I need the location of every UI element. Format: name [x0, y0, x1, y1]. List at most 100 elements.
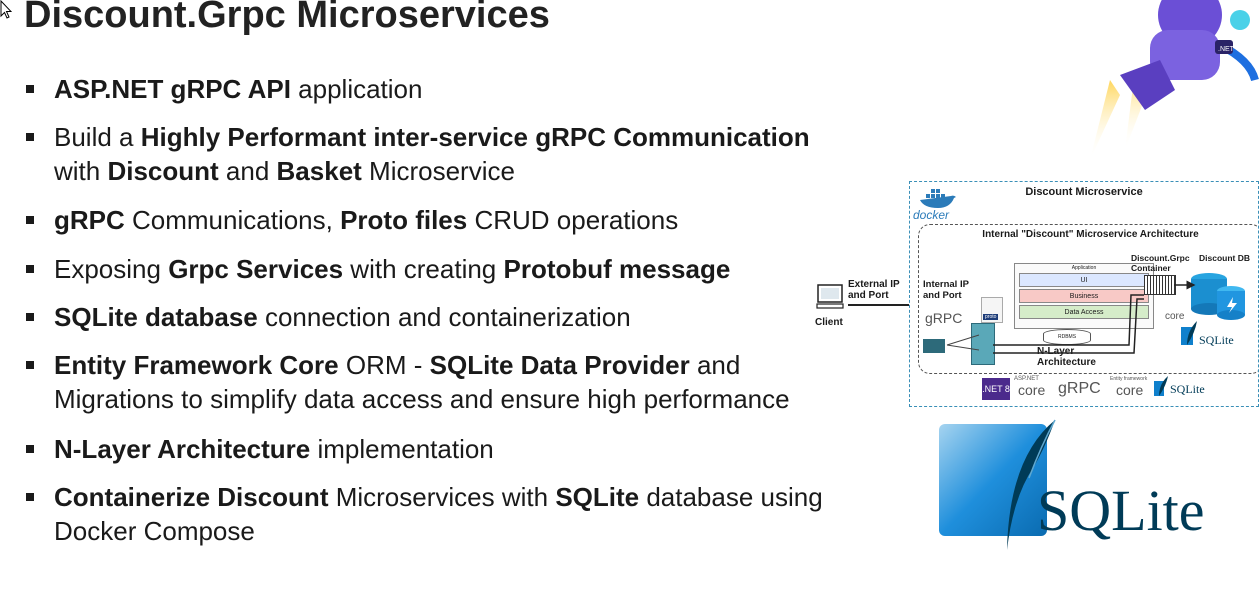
bold-text: Containerize Discount	[54, 482, 329, 512]
sqlite-logo-text: SQLite	[1037, 478, 1205, 543]
regular-text: Exposing	[54, 254, 169, 284]
bold-text: N-Layer Architecture	[54, 434, 311, 464]
bold-text: SQLite Data Provider	[429, 350, 690, 380]
bold-text: Grpc Services	[168, 254, 344, 284]
external-ip-label: External IP and Port	[848, 279, 900, 301]
layer-data-access: Data Access	[1019, 305, 1149, 319]
regular-text: Build a	[54, 122, 141, 152]
regular-text: Communications,	[124, 205, 341, 235]
discount-db-label: Discount DB	[1199, 253, 1250, 263]
client-arrow	[848, 304, 910, 306]
bullet-line: Exposing Grpc Services with creating Pro…	[54, 252, 730, 286]
nlayer-label: N-Layer Architecture	[1037, 346, 1096, 368]
proto-file-icon: proto	[981, 297, 1003, 323]
slide-title: Discount.Grpc Microservices	[24, 0, 550, 36]
bullet-marker	[26, 85, 34, 93]
nlayer-text: N-Layer	[1037, 346, 1075, 357]
diagram-title: Discount Microservice	[1025, 186, 1143, 198]
bold-text: Highly Performant inter-service gRPC Com…	[140, 122, 810, 152]
mouse-cursor-icon	[0, 0, 12, 19]
dotnet-bot-mascot-icon: .NET	[1090, 0, 1259, 160]
bullet-marker	[26, 361, 34, 369]
bullet-line: Containerize Discount Microservices with…	[54, 480, 823, 514]
sqlite-logo-small: SQLite	[1170, 382, 1205, 396]
client-label: Client	[815, 317, 843, 328]
ef-label: Entity framework	[1110, 376, 1148, 382]
internal-port-text: and Port	[923, 290, 962, 301]
sqlite-logo-icon: SQLite	[939, 419, 1205, 550]
bullet-line: N-Layer Architecture implementation	[54, 432, 494, 466]
regular-text: implementation	[310, 434, 494, 464]
regular-text: CRUD operations	[467, 205, 679, 235]
client-computer-icon	[816, 284, 844, 309]
database-cylinder-icon	[1191, 273, 1245, 320]
internal-ip-text: Internal IP	[923, 279, 969, 290]
bold-text: ASP.NET gRPC API	[54, 74, 291, 104]
bold-text: SQLite	[555, 482, 640, 512]
container-text: Container	[1131, 263, 1171, 273]
bullet-line: ASP.NET gRPC API application	[54, 72, 422, 106]
layer-ui: UI	[1019, 273, 1149, 287]
sqlite-feather-bottom-icon	[1154, 376, 1168, 396]
regular-text: connection and containerization	[257, 302, 631, 332]
bold-text: Discount	[107, 156, 219, 186]
bullet-line: with Discount and Basket Microservice	[54, 154, 810, 188]
server-icon-2	[971, 323, 995, 365]
bold-text: gRPC	[54, 205, 125, 235]
connection-arrows	[946, 280, 1196, 354]
regular-text: Docker Compose	[54, 516, 255, 546]
bullet-text: ASP.NET gRPC API application	[54, 72, 422, 106]
container-name-text: Discount.Grpc	[1131, 253, 1190, 263]
bullet-text: Build a Highly Performant inter-service …	[54, 120, 810, 188]
server-icon-1	[923, 339, 945, 353]
nlayer-text-2: Architecture	[1037, 357, 1096, 368]
inner-architecture-box: Internal "Discount" Microservice Archite…	[918, 224, 1258, 374]
regular-text: Microservices with	[328, 482, 556, 512]
regular-text: and	[218, 156, 277, 186]
regular-text: with creating	[343, 254, 504, 284]
bold-text: Basket	[276, 156, 362, 186]
bullet-marker	[26, 445, 34, 453]
svg-text:.NET: .NET	[1218, 46, 1235, 53]
bullet-marker	[26, 493, 34, 501]
bullet-line: gRPC Communications, Proto files CRUD op…	[54, 203, 678, 237]
regular-text: application	[290, 74, 423, 104]
bullet-line: Entity Framework Core ORM - SQLite Data …	[54, 348, 790, 382]
regular-text: with	[54, 156, 108, 186]
docker-label: docker	[913, 208, 950, 222]
grpc-label: gRPC	[925, 310, 963, 326]
regular-text: Microservice	[361, 156, 515, 186]
bullet-line: SQLite database connection and container…	[54, 300, 631, 334]
external-port-text: and Port	[848, 290, 889, 301]
bold-text: Protobuf message	[503, 254, 731, 284]
bullet-line: Migrations to simplify data access and e…	[54, 382, 790, 416]
dotnet8-logo: .NET 8	[982, 378, 1010, 400]
layer-business: Business	[1019, 289, 1149, 303]
bullet-marker	[26, 313, 34, 321]
regular-text: and	[689, 350, 741, 380]
internal-ip-label: Internal IP and Port	[923, 279, 969, 301]
aspnet-core-logo: core	[1018, 382, 1046, 398]
bullet-text: Entity Framework Core ORM - SQLite Data …	[54, 348, 790, 416]
bold-text: Proto files	[340, 205, 468, 235]
external-ip-text: External IP	[848, 279, 900, 290]
regular-text: ORM -	[338, 350, 430, 380]
regular-text: database using	[639, 482, 823, 512]
aspnet-label: ASP.NET	[1014, 376, 1039, 382]
proto-file-label: proto	[983, 314, 999, 320]
docker-whale-icon	[920, 189, 956, 208]
container-label: Discount.Grpc Container	[1131, 253, 1190, 273]
inner-architecture-title: Internal "Discount" Microservice Archite…	[982, 229, 1199, 240]
sqlite-small-label: SQLite	[1199, 333, 1234, 347]
bullet-marker	[26, 265, 34, 273]
bullet-marker	[26, 216, 34, 224]
bullet-text: SQLite database connection and container…	[54, 300, 631, 334]
architecture-diagram: Discount Microservice docker Internal "D…	[909, 181, 1259, 407]
dotnet-core-label: core	[1165, 311, 1185, 322]
bullet-marker	[26, 133, 34, 141]
bullet-text: N-Layer Architecture implementation	[54, 432, 494, 466]
layer-application: Application	[1071, 265, 1097, 271]
bullet-text: Containerize Discount Microservices with…	[54, 480, 823, 548]
bullet-line: Build a Highly Performant inter-service …	[54, 120, 810, 154]
